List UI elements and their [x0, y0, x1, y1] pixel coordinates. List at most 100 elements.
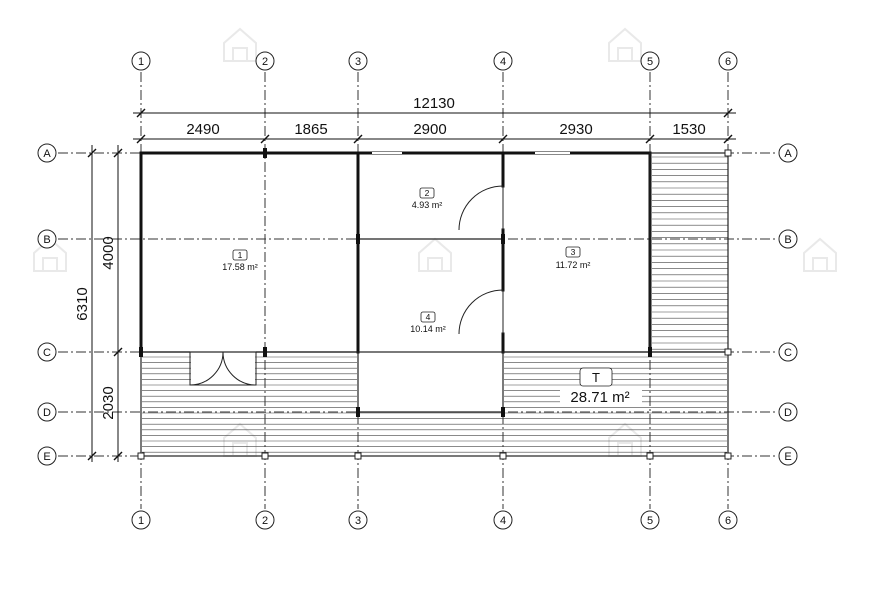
grid-bubble-col-4-bottom [493, 510, 513, 530]
terrace-letter: T [592, 370, 600, 385]
watermark-house-icon [223, 422, 257, 457]
grid-label-col-2-top: 2 [262, 56, 268, 68]
grid-label-row-D-right: D [784, 407, 792, 419]
grid-label-row-E-left: E [43, 451, 50, 463]
dim-tick [723, 134, 733, 144]
grid-label-col-3-bottom: 3 [355, 515, 361, 527]
grid-label-row-D-left: D [43, 407, 51, 419]
dim-segment-5: 1530 [672, 121, 705, 138]
grid-bubble-col-3-top [348, 51, 368, 71]
dimension-top: 12130 2490 1865 2900 2930 1530 [133, 95, 736, 144]
post [354, 452, 362, 460]
terrace-east-outline [649, 152, 729, 353]
grid-bubble-row-A-right [778, 143, 798, 163]
dim-overall-depth: 6310 [74, 287, 91, 320]
grid-label-col-4-bottom: 4 [500, 515, 506, 527]
grid-bubble-col-5-bottom [640, 510, 660, 530]
grid-label-col-4-top: 4 [500, 56, 506, 68]
wall-joint [501, 234, 505, 244]
room-4-tag [420, 311, 436, 323]
grid-label-row-C-left: C [43, 347, 51, 359]
grid-bubble-row-C-left [37, 342, 57, 362]
grid-label-col-5-bottom: 5 [647, 515, 653, 527]
dim-tick [113, 347, 123, 357]
post [499, 452, 507, 460]
dim-depth-segment-1: 4000 [100, 236, 117, 269]
dim-tick [260, 134, 270, 144]
grid-bubble-col-2-top [255, 51, 275, 71]
grid-label-row-E-right: E [784, 451, 791, 463]
grid-bubble-row-E-left [37, 446, 57, 466]
dim-tick [87, 148, 97, 158]
grid-label-row-B-left: B [43, 234, 50, 246]
post [724, 348, 732, 356]
dim-tick [136, 108, 146, 118]
post [137, 452, 145, 460]
post [646, 452, 654, 460]
dim-segment-1: 2490 [186, 121, 219, 138]
grid-bubble-row-E-right [778, 446, 798, 466]
post [724, 452, 732, 460]
wall-joint [356, 234, 360, 244]
grid-label-col-2-bottom: 2 [262, 515, 268, 527]
watermark-house-icon [418, 237, 452, 272]
walls [139, 151, 729, 457]
room-3-label: 3 11.72 m² [556, 246, 591, 270]
dimension-left: 6310 4000 2030 [74, 145, 123, 462]
dim-tick [113, 148, 123, 158]
post [724, 149, 732, 157]
deck-hatching [142, 156, 728, 453]
watermark-house-icon [33, 237, 67, 272]
terrace-tag [579, 367, 613, 387]
grid-bubble-row-B-right [778, 229, 798, 249]
grid-bubble-col-5-top [640, 51, 660, 71]
wall-joint [139, 347, 143, 357]
grid-label-row-A-right: A [784, 148, 792, 160]
watermark-house-icon [608, 27, 642, 62]
dim-tick [498, 134, 508, 144]
wall-joint [263, 148, 267, 158]
grid-bubble-row-C-right [778, 342, 798, 362]
grid-label-row-A-left: A [43, 148, 51, 160]
dim-segment-4: 2930 [559, 121, 592, 138]
dim-tick [87, 451, 97, 461]
grid-label-col-6-top: 6 [725, 56, 731, 68]
doors [189, 185, 504, 386]
grid-bubble-row-D-left [37, 402, 57, 422]
room-3-number: 3 [571, 247, 576, 257]
dim-overall-width: 12130 [413, 95, 455, 112]
door-entrance [189, 351, 257, 386]
door-room4 [458, 289, 504, 335]
wall-joint [356, 407, 360, 417]
door-clearance [191, 353, 255, 386]
door-room2 [458, 185, 504, 231]
grid-bubble-col-1-bottom [131, 510, 151, 530]
dim-tick [645, 134, 655, 144]
room-4-area: 10.14 m² [410, 324, 446, 334]
watermark-house-icon [223, 27, 257, 62]
grid-label-col-5-top: 5 [647, 56, 653, 68]
grid-label-col-6-bottom: 6 [725, 515, 731, 527]
dim-segment-2: 1865 [294, 121, 327, 138]
terrace-label-bg [560, 388, 642, 406]
room-labels: 1 17.58 m² 2 4.93 m² 3 11.72 m² 4 10.14 … [222, 187, 630, 406]
terrace-outline [140, 351, 729, 457]
room-1-area: 17.58 m² [222, 262, 258, 272]
grid-label-row-B-right: B [784, 234, 791, 246]
room-3-area: 11.72 m² [556, 260, 591, 270]
wall-joint [263, 347, 267, 357]
watermark-layer [33, 27, 837, 457]
dim-tick [353, 134, 363, 144]
room-2-label: 2 4.93 m² [412, 187, 442, 210]
room-2-number: 2 [425, 188, 430, 198]
terrace-label: T 28.71 m² [570, 367, 630, 406]
grid-bubble-col-6-top [718, 51, 738, 71]
dim-tick [113, 451, 123, 461]
room-1-label: 1 17.58 m² [222, 249, 258, 272]
dim-segment-3: 2900 [413, 121, 446, 138]
grid-bubble-col-2-bottom [255, 510, 275, 530]
room-2-tag [419, 187, 435, 199]
grid-bubble-row-D-right [778, 402, 798, 422]
